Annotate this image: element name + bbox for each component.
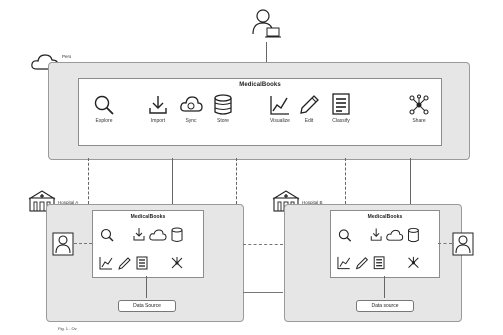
tool-share: Share	[401, 94, 437, 124]
left-data-connector	[146, 276, 147, 298]
left-tool-icons	[99, 227, 183, 270]
figure-caption: Fig. 1 - Ov	[58, 326, 77, 331]
tool-sync: Sync	[173, 94, 209, 124]
tool-label: Store	[217, 118, 229, 124]
left-user-connector	[74, 243, 92, 244]
document-list-icon	[136, 256, 148, 270]
tool-import: Import	[140, 94, 176, 124]
main-card-title: MedicalBooks	[239, 82, 281, 88]
right-data-source-box: Data source	[356, 300, 414, 312]
left-card-title: MedicalBooks	[130, 214, 166, 220]
pencil-icon	[300, 95, 319, 114]
download-icon	[149, 96, 167, 114]
database-icon	[171, 227, 183, 242]
connector-mid	[236, 158, 237, 204]
network-icon	[171, 257, 183, 269]
tool-label: Import	[150, 118, 166, 124]
magnifier-icon	[94, 95, 114, 115]
pencil-icon	[355, 257, 369, 270]
user-at-laptop-icon	[252, 9, 281, 38]
tool-edit: Edit	[291, 94, 327, 124]
left-site-label: Hospital A	[58, 200, 79, 205]
right-user-icon	[452, 232, 474, 256]
user-to-platform-connector	[266, 42, 267, 64]
database-icon	[214, 94, 232, 115]
connector-left-b	[172, 158, 173, 204]
magnifier-icon	[100, 228, 114, 242]
right-data-connector	[384, 276, 385, 298]
tool-store: Store	[205, 94, 241, 124]
tool-label: Visualize	[270, 118, 290, 124]
download-icon	[370, 228, 382, 241]
left-medicalbooks-card: MedicalBooks	[92, 210, 204, 278]
left-data-label: Data Source	[133, 303, 161, 309]
right-medicalbooks-card: MedicalBooks	[330, 210, 440, 278]
site-link-top	[243, 244, 283, 245]
tool-label: Explore	[95, 118, 113, 124]
network-icon	[408, 256, 419, 268]
medicalbooks-main-card: MedicalBooks	[78, 78, 442, 146]
cloud-sync-icon	[149, 229, 167, 241]
connector-left-a	[88, 158, 89, 204]
right-tool-icons	[337, 227, 419, 270]
magnifier-icon	[338, 229, 352, 242]
cloud-sync-icon	[180, 96, 203, 112]
site-link-bottom	[243, 292, 283, 293]
document-list-icon	[373, 256, 385, 270]
cloud-sync-icon	[386, 229, 404, 241]
left-user-icon	[52, 232, 74, 256]
line-chart-icon	[337, 256, 351, 270]
tool-classify: Classify	[323, 92, 359, 124]
left-data-source-box: Data Source	[118, 300, 176, 312]
tool-label: Classify	[332, 118, 350, 124]
line-chart-icon	[99, 257, 113, 270]
right-site-label: Hospital B	[302, 200, 323, 205]
database-icon	[408, 227, 419, 243]
right-card-title: MedicalBooks	[367, 214, 403, 220]
tool-label: Edit	[304, 118, 314, 124]
line-chart-icon	[270, 96, 289, 115]
cloud-panel-label: Pers	[62, 54, 72, 59]
download-icon	[133, 228, 145, 241]
tool-label: Share	[412, 118, 426, 124]
network-icon	[409, 94, 429, 115]
connector-right-a	[345, 158, 346, 204]
connector-right-b	[410, 158, 411, 204]
tool-label: Sync	[185, 118, 197, 124]
tool-visualize: Visualize	[262, 94, 298, 124]
document-list-icon	[332, 93, 350, 115]
pencil-icon	[118, 257, 131, 270]
right-user-connector	[438, 243, 452, 244]
tool-explore: Explore	[86, 94, 122, 124]
right-data-label: Data source	[371, 303, 399, 309]
